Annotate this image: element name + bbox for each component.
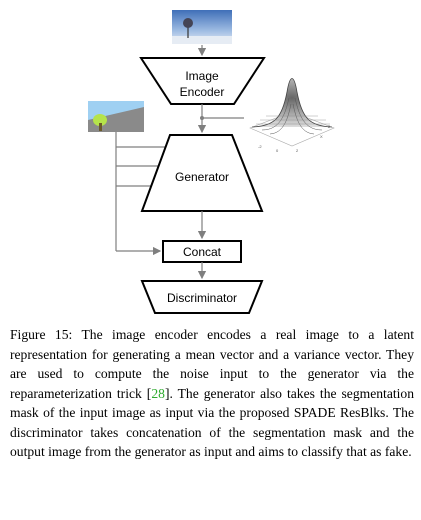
image-encoder-block: Image Encoder (139, 57, 266, 105)
image-encoder-label-line1: Image (185, 69, 219, 83)
svg-text:2: 2 (328, 124, 331, 129)
figure-caption: Figure 15: The image encoder encodes a r… (10, 325, 414, 462)
svg-text:-2: -2 (258, 144, 262, 149)
svg-text:2: 2 (296, 148, 299, 153)
generator-block: Generator (140, 134, 264, 212)
architecture-diagram: Image Encoder -2 0 2 X 2 (88, 10, 335, 314)
citation-link[interactable]: 28 (151, 385, 165, 401)
architecture-figure: Image Encoder -2 0 2 X 2 (88, 10, 335, 314)
discriminator-label: Discriminator (167, 291, 237, 305)
segmentation-mask-thumbnail (88, 101, 144, 132)
svg-text:0: 0 (276, 148, 279, 153)
caption-prefix: Figure 15: The image encoder encodes a r… (10, 327, 414, 401)
svg-text:X: X (320, 134, 323, 139)
discriminator-block: Discriminator (140, 280, 264, 314)
image-encoder-label-line2: Encoder (180, 85, 225, 99)
gaussian-distribution-plot: -2 0 2 X 2 (249, 78, 335, 153)
generator-label: Generator (175, 170, 229, 184)
concat-block: Concat (162, 240, 242, 263)
real-image-thumbnail (172, 10, 232, 44)
concat-label: Concat (183, 245, 222, 259)
caption-suffix: ]. The generator also takes the segmenta… (10, 385, 415, 460)
